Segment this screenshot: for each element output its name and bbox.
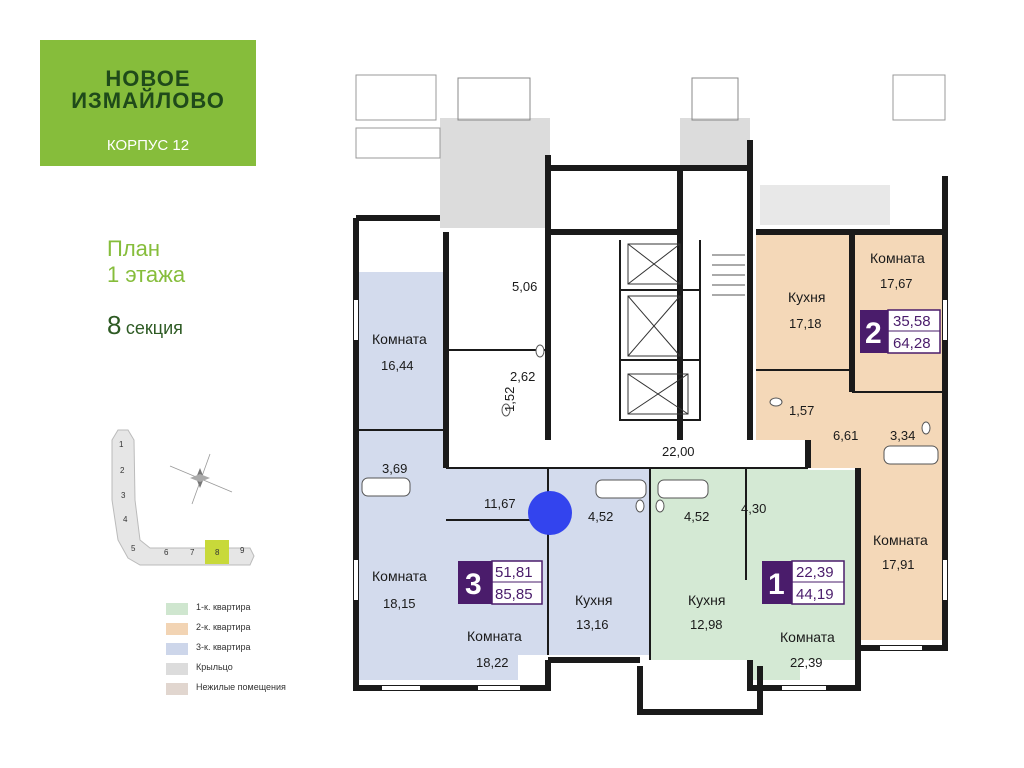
legend-swatch (166, 683, 188, 695)
room-labels: 5,06 2,62 1,52 Комната 16,44 3,69 11,67 … (372, 250, 928, 670)
building-label: КОРПУС 12 (106, 137, 190, 154)
area-6-61: 6,61 (833, 428, 858, 443)
toilet-icons (501, 344, 931, 513)
plan-title-line-1: План (107, 236, 161, 261)
windows (354, 300, 947, 690)
legend-swatch (166, 663, 188, 675)
key-sec-6: 6 (164, 548, 169, 557)
key-sec-3: 3 (121, 491, 126, 500)
area-17-18: 17,18 (789, 316, 822, 331)
area-18-15: 18,15 (383, 596, 416, 611)
area-2-62: 2,62 (510, 369, 535, 384)
room-label: Кухня (688, 592, 725, 608)
area-16-44: 16,44 (381, 358, 414, 373)
badge-living-area: 51,81 (495, 564, 533, 581)
area-5-06: 5,06 (512, 279, 537, 294)
badge-living-area: 35,58 (893, 313, 931, 330)
key-sec-7: 7 (190, 548, 195, 557)
area-22-00: 22,00 (662, 444, 695, 459)
section-number: 8 (107, 310, 122, 340)
legend-label: 1-к. квартира (196, 602, 251, 612)
section-label: 8 секция (107, 310, 183, 341)
legend-label: Нежилые помещения (196, 682, 286, 692)
area-17-67: 17,67 (880, 276, 913, 291)
legend-label: 2-к. квартира (196, 622, 251, 632)
room-label: Комната (467, 628, 522, 644)
badge-total-area: 85,85 (495, 586, 533, 603)
area-4-30: 4,30 (741, 501, 766, 516)
apartment-badge-2-room[interactable]: 2 35,58 64,28 (860, 309, 941, 354)
badge-total-area: 44,19 (796, 586, 834, 603)
logo-line-1: НОВОЕ (105, 66, 191, 91)
area-17-91: 17,91 (882, 557, 915, 572)
legend-swatch (166, 643, 188, 655)
area-18-22: 18,22 (476, 655, 509, 670)
stairwell (712, 254, 745, 296)
floor-plan-title: План 1 этажа (107, 236, 185, 288)
key-sec-5: 5 (131, 544, 136, 553)
project-logo: НОВОЕ ИЗМАЙЛОВО КОРПУС 12 (40, 40, 256, 166)
room-label: Комната (780, 629, 835, 645)
section-word: секция (125, 318, 183, 338)
area-4-52-right: 4,52 (684, 509, 709, 524)
elevator-shafts (627, 243, 689, 415)
room-label: Комната (372, 568, 427, 584)
room-label: Комната (372, 331, 427, 347)
badge-total-area: 64,28 (893, 335, 931, 352)
badge-rooms: 3 (465, 568, 482, 601)
area-12-98: 12,98 (690, 617, 723, 632)
key-sec-9: 9 (240, 546, 245, 555)
key-plan: 1 2 3 4 5 6 7 8 9 (111, 429, 255, 566)
area-3-69: 3,69 (382, 461, 407, 476)
room-label: Кухня (575, 592, 612, 608)
key-sec-2: 2 (120, 466, 125, 475)
area-22-39: 22,39 (790, 655, 823, 670)
logo-line-2: ИЗМАЙЛОВО (71, 88, 225, 113)
room-label: Комната (873, 532, 928, 548)
badge-rooms: 2 (865, 317, 882, 350)
area-11-67: 11,67 (484, 496, 516, 511)
apartment-badge-3-room[interactable]: 3 51,81 85,85 (458, 560, 543, 605)
legend-label: Крыльцо (196, 662, 233, 672)
area-4-52-left: 4,52 (588, 509, 613, 524)
apartment-badge-1-room[interactable]: 1 22,39 44,19 (762, 560, 845, 605)
location-marker (528, 491, 572, 535)
badge-rooms: 1 (768, 568, 785, 601)
room-label: Комната (870, 250, 925, 266)
key-sec-1: 1 (119, 440, 124, 449)
apartment-1-room (650, 468, 855, 680)
interior-walls (356, 240, 945, 660)
room-label: Кухня (788, 289, 825, 305)
key-sec-8: 8 (215, 548, 220, 557)
legend-swatch (166, 623, 188, 635)
compass-rose-icon (169, 453, 233, 505)
legend-swatch (166, 603, 188, 615)
key-sec-4: 4 (123, 515, 128, 524)
bathtub-icons (361, 445, 939, 499)
porch-areas (355, 74, 946, 228)
plan-title-line-2: 1 этажа (107, 262, 186, 287)
area-3-34: 3,34 (890, 428, 915, 443)
badge-living-area: 22,39 (796, 564, 834, 581)
apartment-3-room-kitchen (548, 468, 650, 655)
area-13-16: 13,16 (576, 617, 609, 632)
area-1-52: 1,52 (502, 387, 517, 412)
area-1-57: 1,57 (789, 403, 814, 418)
key-plan-highlight (205, 540, 229, 564)
legend-label: 3-к. квартира (196, 642, 251, 652)
